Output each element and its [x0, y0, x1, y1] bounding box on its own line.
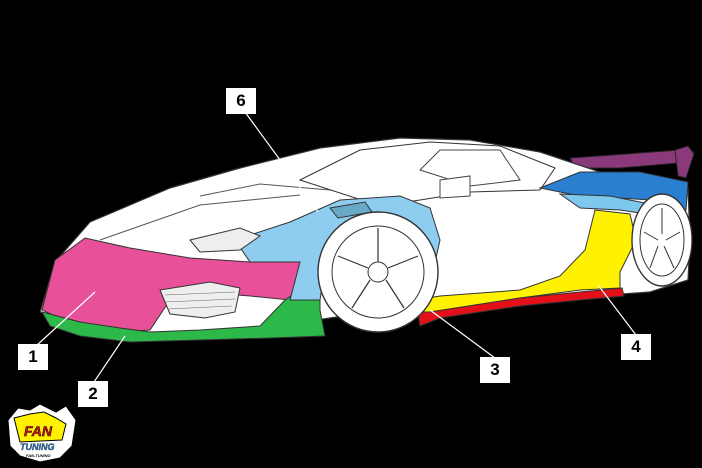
callout-1: 1 — [18, 344, 48, 370]
logo-line1: FAN — [24, 423, 53, 439]
callout-6: 6 — [226, 88, 256, 114]
logo-line3: FAN-TUNING — [26, 453, 51, 458]
logo-line2: TUNING — [20, 442, 55, 452]
front-wheel — [317, 211, 439, 333]
headlight — [189, 227, 262, 253]
front-grille — [159, 281, 241, 319]
callout-3: 3 — [480, 357, 510, 383]
side-skirt-lip-part — [417, 287, 625, 327]
callout-leaders — [35, 111, 637, 383]
grille-mesh — [164, 291, 236, 310]
callout-2: 2 — [78, 381, 108, 407]
rear-wheel — [631, 193, 693, 287]
brand-logo: FAN TUNING FAN-TUNING — [7, 403, 77, 463]
callout-4: 4 — [621, 334, 651, 360]
